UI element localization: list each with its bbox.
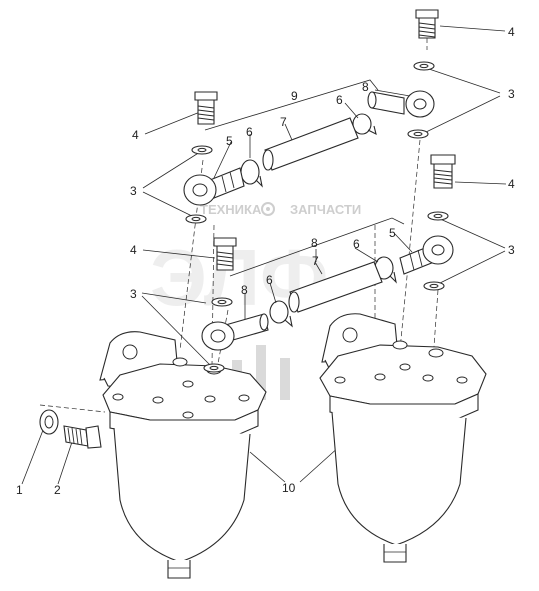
callout-7-top: 7 bbox=[280, 115, 287, 129]
callout-5-upper: 5 bbox=[226, 134, 233, 148]
callout-3-upper-left: 3 bbox=[130, 184, 137, 198]
leader-lines bbox=[21, 25, 507, 485]
callout-5-middle: 5 bbox=[389, 226, 396, 240]
callout-8-middle: 8 bbox=[311, 236, 318, 250]
left-filter bbox=[99, 331, 267, 579]
hose-middle bbox=[288, 261, 383, 313]
callout-6-upper-left: 6 bbox=[246, 125, 253, 139]
callout-4-lower-left: 4 bbox=[130, 243, 137, 257]
callout-6-lower: 6 bbox=[266, 273, 273, 287]
hose-clamp-top-right bbox=[352, 113, 377, 136]
banjo-fitting-middle-right bbox=[399, 235, 454, 275]
hose-clamp-upper-left bbox=[240, 159, 263, 188]
hose-top bbox=[262, 117, 359, 171]
callout-1: 1 bbox=[16, 483, 23, 497]
callout-4-upper-left: 4 bbox=[132, 128, 139, 142]
callout-4-top-right: 4 bbox=[508, 25, 515, 39]
hose-clamp-lower bbox=[269, 300, 293, 328]
callout-6-middle: 6 bbox=[353, 237, 360, 251]
callout-10: 10 bbox=[282, 481, 296, 495]
gear-icon bbox=[261, 202, 275, 216]
callout-labels: 1 2 3 3 3 3 4 4 4 4 5 5 6 6 6 6 7 7 8 8 … bbox=[16, 25, 515, 497]
callout-2: 2 bbox=[54, 483, 61, 497]
callout-9: 9 bbox=[291, 89, 298, 103]
banjo-bolt-top-right bbox=[407, 9, 439, 139]
callout-8-top: 8 bbox=[362, 80, 369, 94]
callout-4-right-middle: 4 bbox=[508, 177, 515, 191]
callout-7-middle: 7 bbox=[312, 254, 319, 268]
callout-3-lower-left: 3 bbox=[130, 287, 137, 301]
callout-3-top-right: 3 bbox=[508, 87, 515, 101]
banjo-bolt-right-middle bbox=[423, 154, 456, 291]
callout-3-right-middle: 3 bbox=[508, 243, 515, 257]
banjo-bolt-lower-left bbox=[203, 237, 237, 373]
callout-6-top: 6 bbox=[336, 93, 343, 107]
callout-8-lower: 8 bbox=[241, 283, 248, 297]
watermark-text-left: ТЕХНИКА bbox=[200, 202, 262, 217]
banjo-fitting-top-right bbox=[367, 90, 435, 118]
right-filter bbox=[319, 313, 487, 563]
banjo-fitting-upper-left bbox=[183, 167, 245, 206]
banjo-fitting-lower bbox=[201, 313, 269, 351]
bolt-and-washer-left bbox=[39, 409, 102, 449]
banjo-bolt-upper-left bbox=[185, 91, 218, 224]
watermark-text-right: ЗАПЧАСТИ bbox=[290, 202, 361, 217]
